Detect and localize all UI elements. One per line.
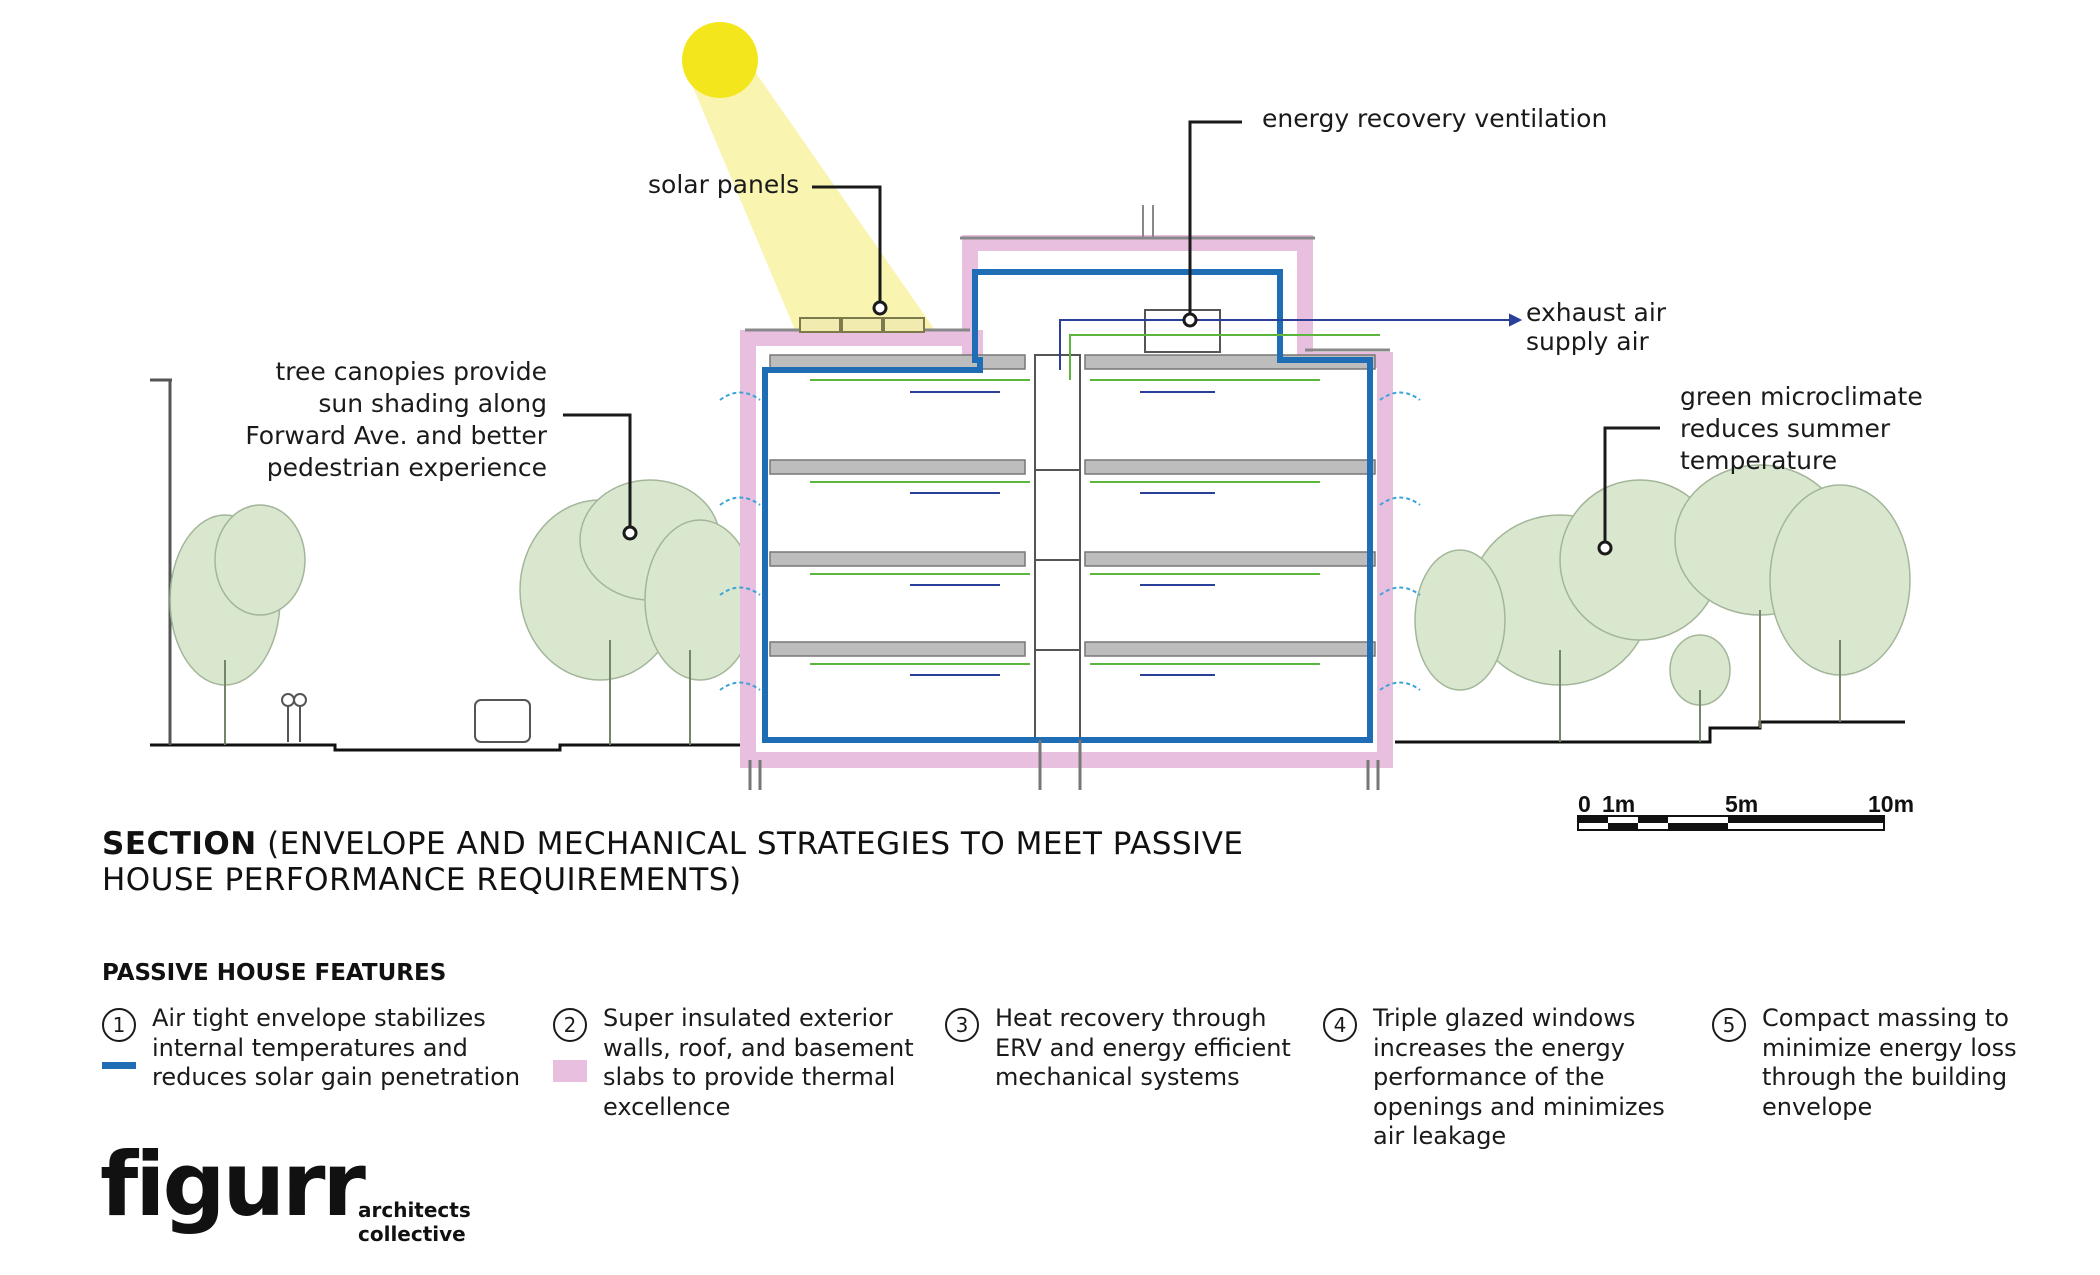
feature-text-4: Triple glazed windows increases the ener…	[1373, 1004, 1665, 1150]
callout-tree-line: tree canopies provide	[275, 357, 548, 386]
feature-number-3: 3	[945, 1008, 979, 1042]
section-title-rest: (ENVELOPE AND MECHANICAL STRATEGIES TO M…	[256, 826, 1244, 862]
street-figures	[281, 693, 531, 743]
section-title: SECTION (ENVELOPE AND MECHANICAL STRATEG…	[102, 826, 1302, 898]
callout-tree-line: sun shading along	[318, 389, 547, 418]
callout-supply-air: supply air	[1526, 327, 1649, 356]
scale-label-1m: 1m	[1602, 791, 1636, 817]
logo-tagline: architects collective	[358, 1198, 471, 1246]
section-title-line-1: SECTION (ENVELOPE AND MECHANICAL STRATEG…	[102, 826, 1302, 862]
callout-exhaust-air: exhaust air	[1526, 298, 1667, 327]
insulation-legend-swatch	[553, 1060, 587, 1082]
ground-line	[150, 720, 1905, 752]
exhaust-air-lines	[910, 313, 1523, 676]
stair-core	[1034, 354, 1081, 741]
street-light	[150, 378, 172, 745]
logo-tagline-line-1: architects	[358, 1198, 471, 1222]
feature-number-4: 4	[1323, 1008, 1357, 1042]
window-draft-icons	[719, 391, 1421, 691]
callout-tree-line: Forward Ave. and better	[245, 421, 547, 450]
features-heading: PASSIVE HOUSE FEATURES	[102, 960, 447, 986]
figurr-logo: figurr	[100, 1133, 366, 1236]
logo-tagline-line-2: collective	[358, 1222, 466, 1246]
scale-label-10m: 10m	[1868, 791, 1915, 817]
solar-panels	[799, 317, 925, 333]
feature-number-5: 5	[1712, 1008, 1746, 1042]
scale-label-0: 0	[1578, 791, 1591, 817]
callout-green-line: temperature	[1680, 446, 1838, 475]
feature-number-2: 2	[553, 1008, 587, 1042]
tree-canopies	[169, 464, 1911, 745]
feature-text-1: Air tight envelope stabilizes internal t…	[152, 1004, 521, 1091]
callout-energy-recovery: energy recovery ventilation	[1262, 104, 1608, 133]
supply-air-lines	[810, 334, 1380, 665]
sun-beam	[690, 50, 935, 330]
callout-leaders	[563, 120, 1660, 545]
callout-green-line: green microclimate	[1680, 382, 1923, 411]
section-title-line-2: HOUSE PERFORMANCE REQUIREMENTS)	[102, 862, 742, 898]
callout-tree-line: pedestrian experience	[266, 453, 547, 482]
scale-label-5m: 5m	[1725, 791, 1759, 817]
floor-slabs	[769, 354, 1376, 657]
envelope-legend-swatch	[102, 1062, 136, 1069]
erv-unit	[1144, 309, 1221, 353]
callout-green-microclimate: green microclimate reduces summer temper…	[1680, 381, 1923, 477]
callout-tree-canopies: tree canopies provide sun shading along …	[200, 356, 547, 484]
building-section	[719, 205, 1523, 790]
foundation	[748, 740, 1380, 790]
callout-solar-panels: solar panels	[648, 170, 800, 199]
feature-text-2: Super insulated exterior walls, roof, an…	[603, 1004, 914, 1121]
feature-text-3: Heat recovery through ERV and energy eff…	[995, 1004, 1291, 1091]
feature-number-1: 1	[102, 1008, 136, 1042]
airtight-envelope	[762, 269, 1373, 743]
callout-dots	[622, 300, 1613, 556]
section-title-bold: SECTION	[102, 826, 257, 862]
callout-green-line: reduces summer	[1680, 414, 1891, 443]
feature-text-5: Compact massing to minimize energy loss …	[1762, 1004, 2017, 1121]
sun-icon	[682, 22, 758, 98]
scale-bar	[1577, 815, 1885, 831]
